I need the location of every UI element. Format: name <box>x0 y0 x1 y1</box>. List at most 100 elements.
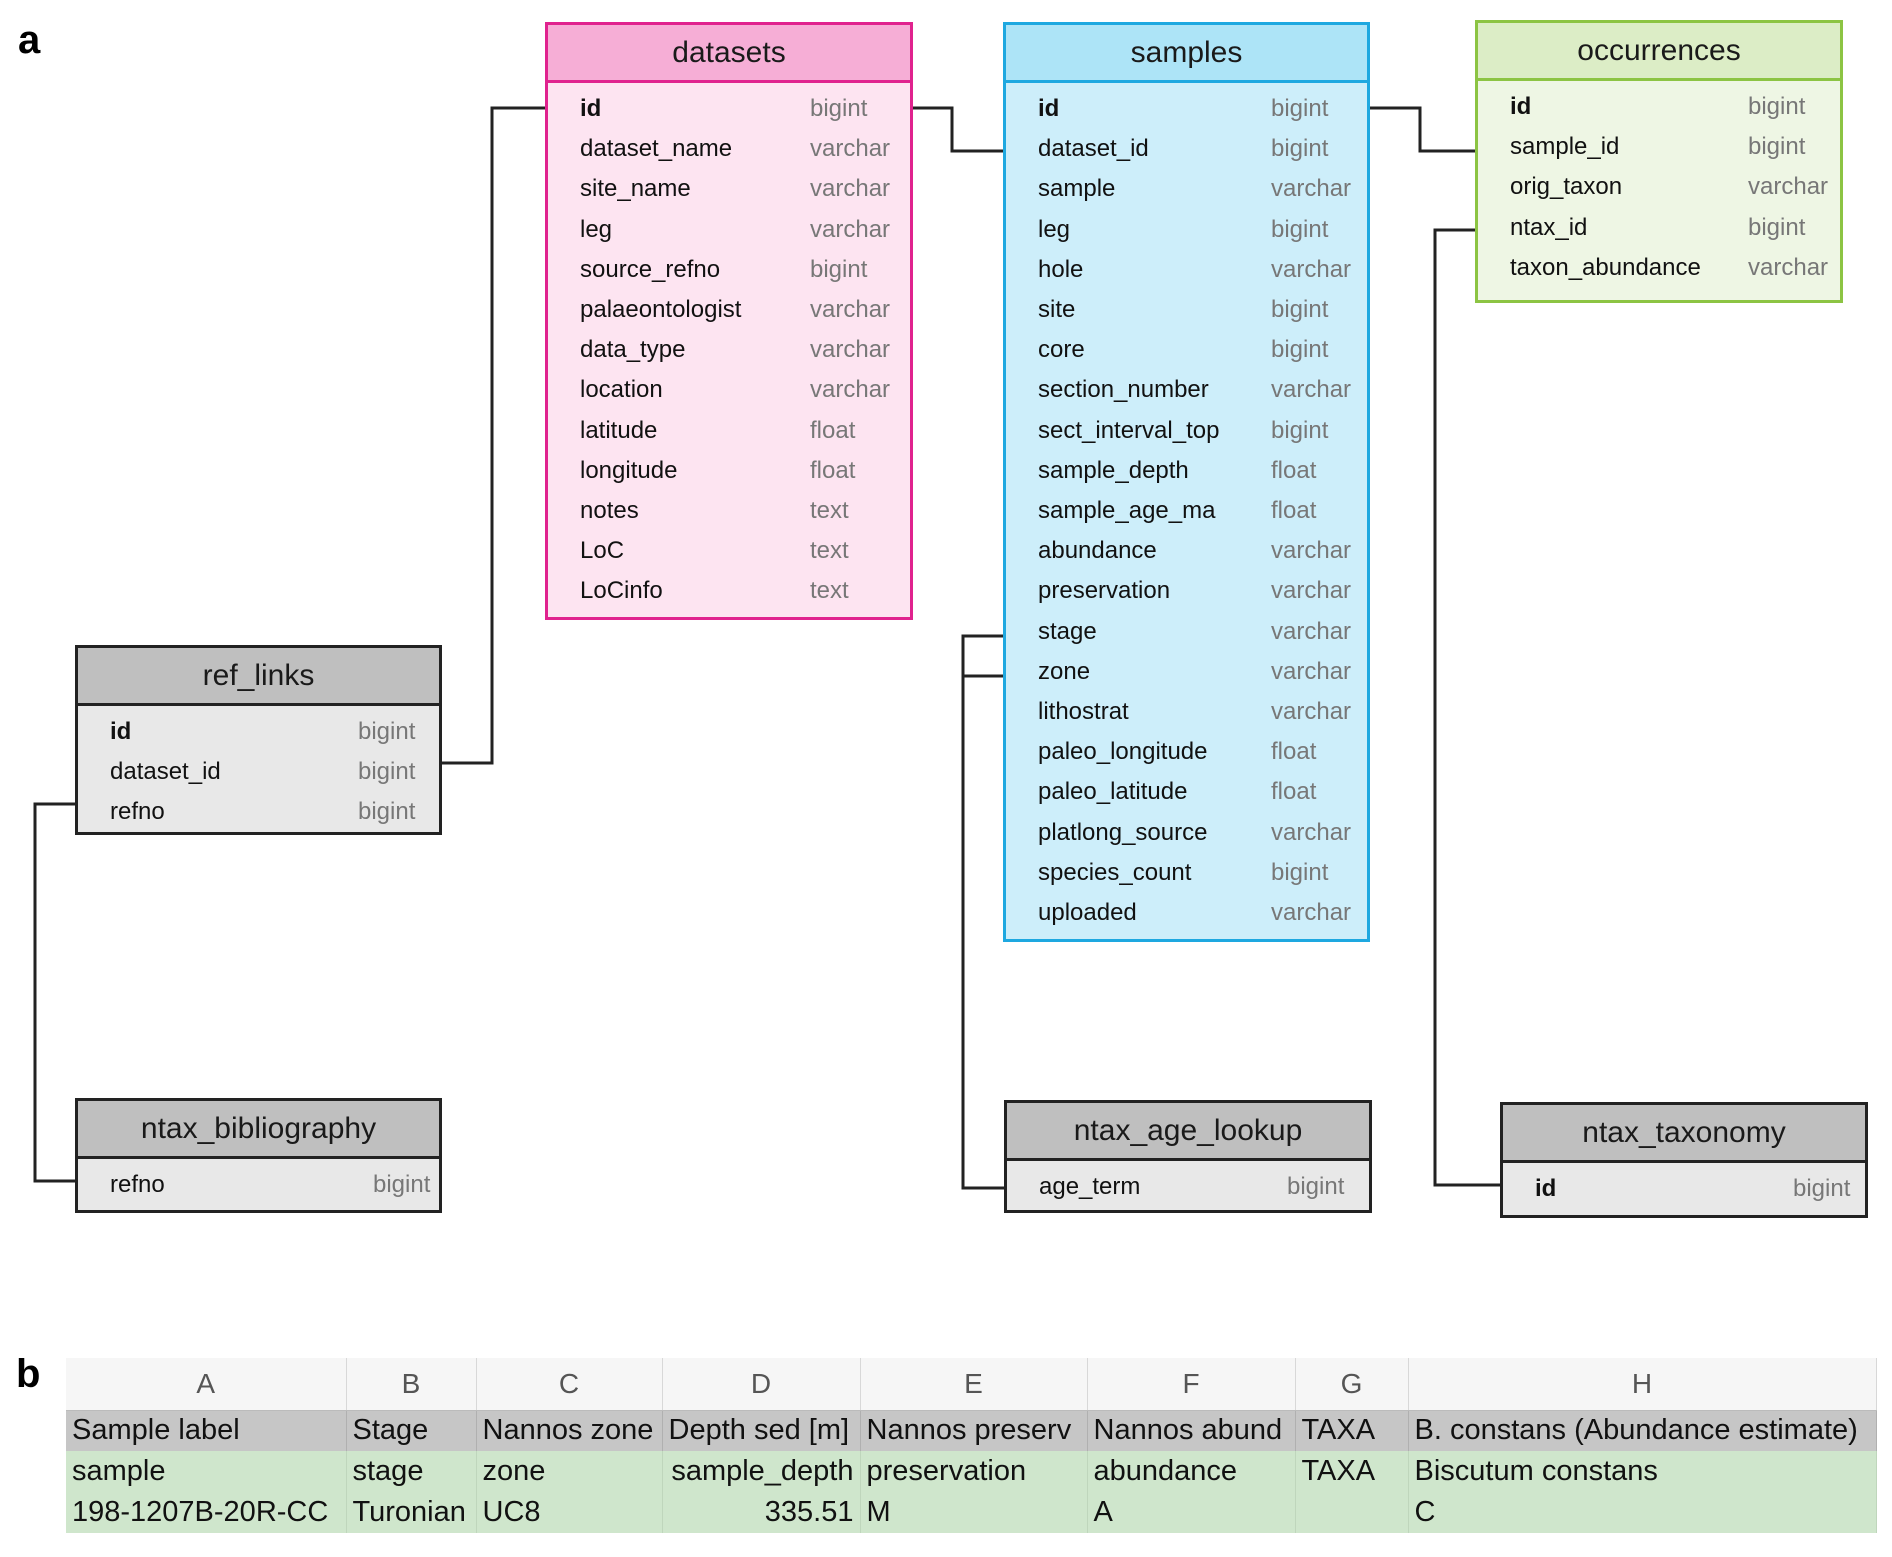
header-cell[interactable]: Nannos preserv <box>860 1410 1088 1451</box>
field-name: dataset_id <box>110 758 221 786</box>
mapping-cell[interactable]: sample_depth <box>662 1451 861 1492</box>
field-type: bigint <box>1287 1173 1345 1200</box>
field-type: bigint <box>1793 1175 1851 1202</box>
field-type: varchar <box>810 376 891 404</box>
field-type: bigint <box>1271 296 1329 323</box>
column-letter[interactable]: C <box>476 1358 663 1411</box>
mapping-cell[interactable]: abundance <box>1087 1451 1296 1492</box>
connector-samples-occurrences <box>1370 106 1475 153</box>
header-row: Sample label Stage Nannos zone Depth sed… <box>66 1410 1877 1451</box>
field-type: bigint <box>373 1171 431 1198</box>
data-cell[interactable]: C <box>1408 1492 1877 1533</box>
column-letter[interactable]: F <box>1087 1358 1296 1411</box>
field-name: sample_age_ma <box>1038 497 1216 524</box>
column-letter[interactable]: H <box>1408 1358 1877 1411</box>
data-cell[interactable]: M <box>860 1492 1088 1533</box>
field-type: bigint <box>358 718 416 745</box>
field-name: uploaded <box>1038 899 1137 926</box>
field-type: varchar <box>1271 175 1352 203</box>
mapping-cell[interactable]: preservation <box>860 1451 1088 1492</box>
field-type: bigint <box>358 758 416 786</box>
field-type: varchar <box>1271 577 1352 605</box>
field-name: platlong_source <box>1038 818 1208 846</box>
column-letter[interactable]: A <box>66 1358 347 1411</box>
field-type: bigint <box>810 255 868 283</box>
field-name: id <box>1510 93 1532 120</box>
table-title: samples <box>1006 25 1367 83</box>
header-cell[interactable]: Sample label <box>66 1410 347 1451</box>
field-name: LoC <box>580 537 625 565</box>
column-letter[interactable]: E <box>860 1358 1088 1411</box>
data-row: 198-1207B-20R-CC Turonian UC8 335.51 M A… <box>66 1492 1877 1533</box>
data-cell[interactable] <box>1295 1492 1409 1533</box>
field-type: text <box>810 497 849 524</box>
table-row: site_name varchar <box>548 169 910 209</box>
field-type: bigint <box>1271 215 1329 243</box>
mapping-cell[interactable]: Biscutum constans <box>1408 1451 1877 1492</box>
field-name: zone <box>1038 657 1091 685</box>
relationship-connectors <box>33 106 1500 1190</box>
table-title: ref_links <box>78 648 439 706</box>
data-cell[interactable]: Turonian <box>346 1492 477 1533</box>
data-cell[interactable]: 335.51 <box>662 1492 861 1533</box>
data-cell[interactable]: UC8 <box>476 1492 663 1533</box>
header-cell[interactable]: Stage <box>346 1410 477 1451</box>
mapping-cell[interactable]: TAXA <box>1295 1451 1409 1492</box>
panel-label-b: b <box>16 1352 41 1396</box>
field-name: ntax_id <box>1510 213 1588 241</box>
field-name: latitude <box>580 416 658 444</box>
field-name: taxon_abundance <box>1510 253 1701 281</box>
mapping-cell[interactable]: zone <box>476 1451 663 1492</box>
column-letter[interactable]: B <box>346 1358 477 1411</box>
mapping-cell[interactable]: sample <box>66 1451 347 1492</box>
field-name: location <box>580 376 663 404</box>
header-cell[interactable]: TAXA <box>1295 1410 1409 1451</box>
field-type: bigint <box>1271 416 1329 444</box>
field-name: site_name <box>580 175 691 203</box>
connector-datasets-samples <box>913 106 1003 153</box>
field-name: preservation <box>1038 577 1171 605</box>
field-name: section_number <box>1038 376 1209 404</box>
field-type: float <box>810 416 856 444</box>
column-letter[interactable]: G <box>1295 1358 1409 1411</box>
header-cell[interactable]: Depth sed [m] <box>662 1410 861 1451</box>
field-name: longitude <box>580 456 678 484</box>
field-type: float <box>1271 738 1317 766</box>
header-cell[interactable]: Nannos abund <box>1087 1410 1296 1451</box>
data-cell[interactable]: A <box>1087 1492 1296 1533</box>
table-title: ntax_bibliography <box>78 1101 439 1159</box>
field-name: paleo_latitude <box>1038 778 1188 806</box>
table-row: paleo_longitude float <box>1006 732 1367 772</box>
field-name: paleo_longitude <box>1038 738 1208 766</box>
field-type: varchar <box>810 175 891 203</box>
data-cell[interactable]: 198-1207B-20R-CC <box>66 1492 347 1533</box>
mapping-cell[interactable]: stage <box>346 1451 477 1492</box>
header-cell[interactable]: Nannos zone <box>476 1410 663 1451</box>
column-letter[interactable]: D <box>662 1358 861 1411</box>
field-type: varchar <box>1271 617 1352 645</box>
header-cell[interactable]: B. constans (Abundance estimate) <box>1408 1410 1877 1451</box>
field-name: id <box>1535 1175 1557 1202</box>
field-name: sample_id <box>1510 133 1620 161</box>
table-row: latitude float <box>548 411 910 451</box>
field-type: float <box>1271 497 1317 524</box>
field-type: bigint <box>1271 95 1329 122</box>
field-name: orig_taxon <box>1510 173 1623 201</box>
